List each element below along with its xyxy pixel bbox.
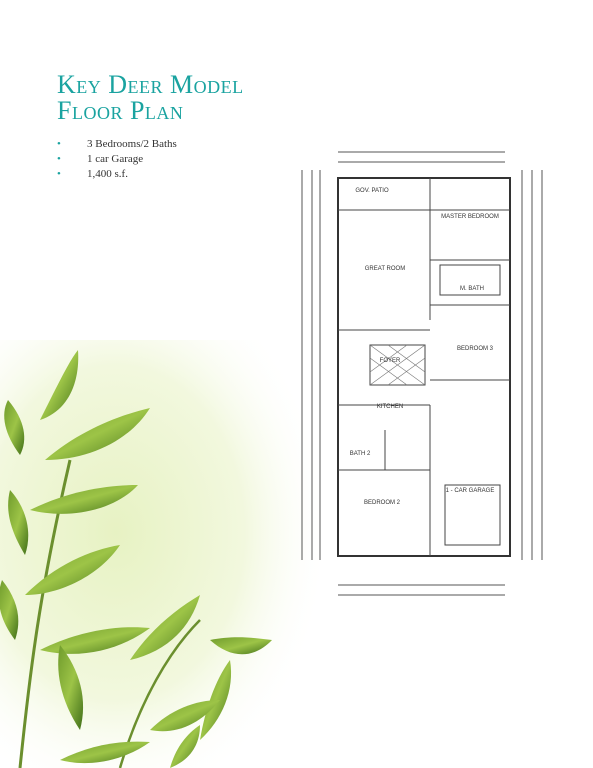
room-label-foyer: FOYER: [380, 358, 401, 364]
feature-item: 1,400 s.f.: [57, 167, 177, 182]
feature-item: 3 Bedrooms/2 Baths: [57, 137, 177, 152]
feature-item: 1 car Garage: [57, 152, 177, 167]
room-label-master-bedroom: MASTER BEDROOM: [441, 214, 499, 220]
room-label-bedroom-2: BEDROOM 2: [364, 500, 401, 506]
feature-list: 3 Bedrooms/2 Baths 1 car Garage 1,400 s.…: [57, 137, 177, 182]
room-label-bath-2: BATH 2: [350, 451, 371, 457]
room-label-kitchen: KITCHEN: [377, 404, 403, 410]
room-label-bedroom-3: BEDROOM 3: [457, 346, 494, 352]
room-label-great-room: GREAT ROOM: [365, 266, 405, 272]
room-label-garage: 1 - CAR GARAGE: [446, 488, 495, 494]
title-line-1: Key Deer Model: [57, 70, 244, 99]
leaves-decoration: [0, 340, 330, 768]
floor-plan: GOV. PATIO MASTER BEDROOM GREAT ROOM M. …: [301, 151, 543, 596]
room-label-patio: GOV. PATIO: [355, 188, 389, 194]
title-line-2: Floor Plan: [57, 96, 184, 125]
room-label-master-bath: M. BATH: [460, 286, 484, 292]
page-title: Key Deer Model Floor Plan: [57, 72, 244, 124]
